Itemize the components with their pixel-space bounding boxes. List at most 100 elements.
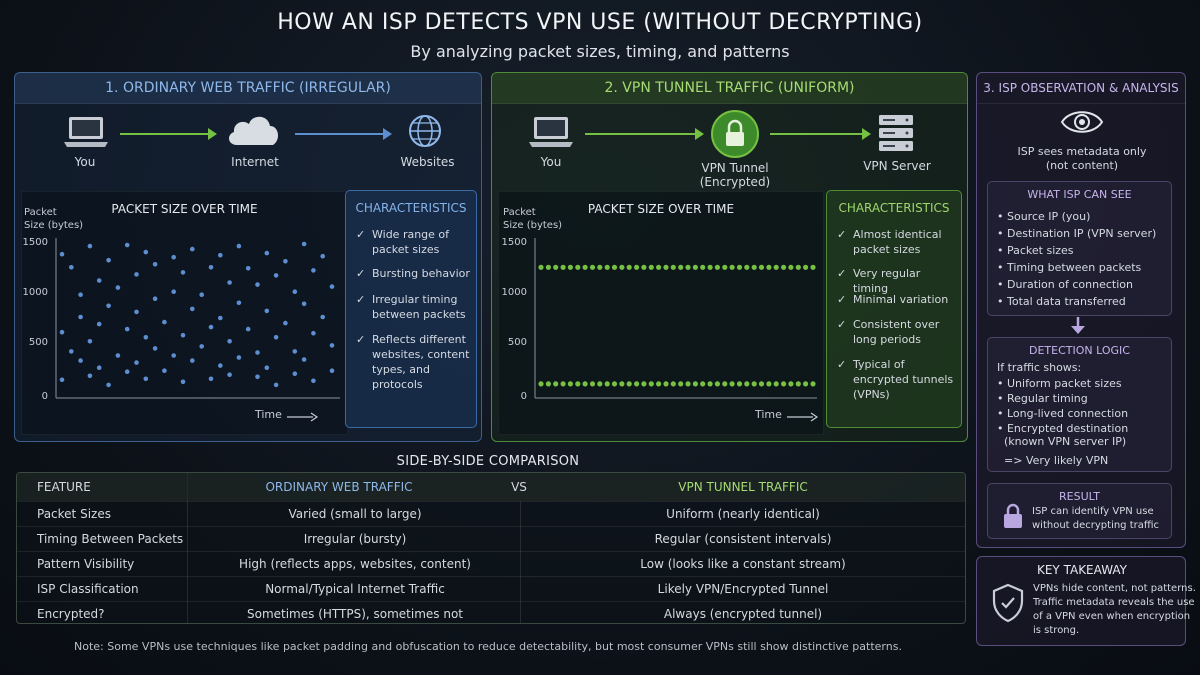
packet-dot	[582, 381, 588, 387]
packet-dot	[69, 349, 74, 354]
packet-dot	[283, 320, 288, 326]
packet-dot	[604, 264, 610, 270]
characteristic-item: ✓Consistent over long periods	[837, 318, 940, 346]
packet-dot	[115, 285, 121, 290]
packet-dot	[597, 264, 603, 270]
shield-icon	[992, 583, 1024, 623]
check-icon: ✓	[356, 267, 366, 280]
packet-dot	[604, 381, 610, 387]
vpn-characteristics-box: CHARACTERISTICS ✓Almost identical packet…	[826, 190, 962, 428]
packet-dot	[700, 264, 706, 270]
packet-dot	[311, 378, 316, 384]
header-vs: VS	[511, 480, 527, 494]
can-see-item: • Duration of connection	[997, 278, 1133, 291]
packet-dot	[245, 266, 251, 271]
packet-dot	[329, 368, 335, 373]
packet-dot	[781, 381, 787, 387]
isp-analysis-panel: 3. ISP OBSERVATION & ANALYSIS ISP sees m…	[976, 72, 1186, 548]
packet-dot	[589, 381, 596, 387]
packet-dot	[575, 264, 581, 270]
packet-dot	[810, 264, 816, 270]
packet-dot	[729, 264, 735, 270]
packet-dot	[264, 365, 270, 370]
packet-dot	[538, 381, 544, 387]
packet-dot	[803, 264, 809, 270]
packet-dot	[180, 332, 186, 338]
packet-dot	[236, 300, 242, 306]
logic-item: • Regular timing	[997, 392, 1088, 405]
packet-dot	[545, 264, 551, 270]
packet-dot	[124, 369, 130, 374]
packet-dot	[567, 381, 573, 387]
y-tick: 500	[28, 337, 48, 348]
packet-dot	[670, 264, 676, 270]
packet-dot	[199, 344, 204, 349]
y-tick: 1500	[22, 237, 48, 248]
packet-dot	[678, 264, 684, 270]
packet-dot	[692, 264, 698, 270]
packet-dot	[320, 253, 326, 259]
packet-dot	[560, 264, 566, 270]
packet-dot	[162, 319, 167, 325]
packet-dot	[264, 250, 270, 256]
x-axis-label: Time	[255, 408, 282, 421]
arrow-you-tunnel	[585, 128, 704, 140]
packet-dot	[273, 273, 279, 278]
logic-item: (known VPN server IP)	[997, 435, 1127, 448]
characteristic-item: ✓Irregular timing between packets	[356, 293, 466, 321]
logic-item: • Uniform packet sizes	[997, 377, 1122, 390]
node-tunnel-label-2: (Encrypted)	[699, 175, 771, 189]
packet-dot	[96, 321, 102, 327]
characteristics-title: CHARACTERISTICS	[838, 201, 950, 215]
packet-dot	[255, 350, 260, 355]
packet-dot	[301, 357, 307, 362]
packet-dot	[292, 349, 298, 354]
packet-dot	[143, 249, 149, 255]
check-icon: ✓	[837, 228, 847, 241]
packet-dot	[722, 381, 728, 387]
node-you-label: You	[540, 155, 562, 169]
takeaway-line: is strong.	[1033, 625, 1080, 636]
packet-dot	[171, 289, 176, 294]
packet-dot	[236, 243, 242, 249]
what-isp-can-see-box: WHAT ISP CAN SEE • Source IP (you) • Des…	[987, 181, 1172, 316]
packet-dot	[611, 264, 618, 270]
packet-dot	[171, 353, 176, 358]
y-axis-label-2: Size (bytes)	[24, 220, 84, 231]
packet-dot	[788, 381, 794, 387]
y-axis-label-2: Size (bytes)	[503, 220, 563, 231]
can-see-item: • Timing between packets	[997, 261, 1142, 274]
y-tick: 1000	[501, 287, 527, 298]
lock-icon	[711, 110, 759, 158]
packet-dot	[59, 329, 65, 335]
chart-title: PACKET SIZE OVER TIME	[111, 202, 258, 216]
arrow-you-internet	[120, 128, 217, 140]
packet-dot	[648, 264, 654, 270]
packet-dot	[538, 264, 544, 270]
packet-dot	[273, 382, 279, 388]
check-icon: ✓	[837, 318, 847, 331]
packet-dot	[329, 343, 335, 348]
packet-dot	[611, 381, 618, 387]
node-you-label: You	[74, 155, 96, 169]
packet-dot	[545, 381, 551, 387]
packet-dot	[619, 264, 625, 270]
packet-dot	[78, 358, 83, 363]
logic-item: • Encrypted destination	[997, 422, 1129, 435]
packet-dot	[255, 374, 260, 380]
packet-dot	[208, 376, 214, 382]
packet-dot	[171, 254, 176, 260]
packet-dot	[255, 282, 260, 287]
arrow-internet-websites	[295, 128, 392, 140]
logic-result: => Very likely VPN	[1004, 454, 1109, 467]
packet-dot	[810, 381, 816, 387]
takeaway-line: VPNs hide content, not patterns.	[1033, 583, 1196, 594]
packet-dot	[707, 381, 713, 387]
packet-dot	[134, 272, 139, 277]
packet-dot	[301, 301, 307, 307]
packet-dot	[152, 346, 158, 351]
vpn-panel-title: 2. VPN TUNNEL TRAFFIC (UNIFORM)	[492, 73, 967, 104]
